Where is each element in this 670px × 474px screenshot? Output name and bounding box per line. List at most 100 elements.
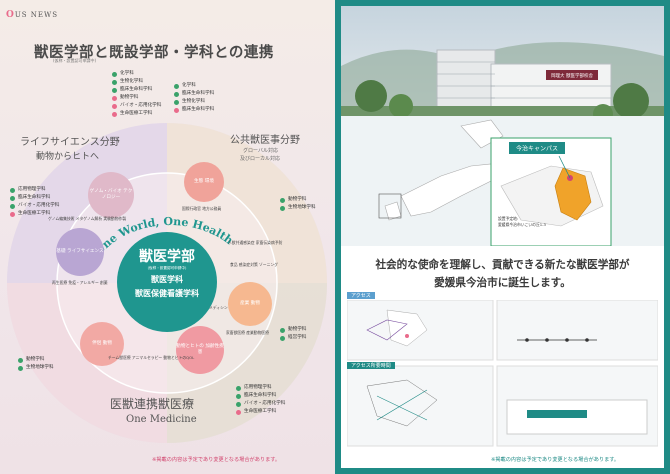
- dept-name: 動物学科: [26, 357, 45, 362]
- core-note: (仮称・設置認可申請中): [147, 266, 187, 270]
- dept-dot-icon: [112, 111, 117, 117]
- note-food: 食品 感染症対策 ゾーニング: [230, 262, 278, 267]
- dept-name: 臨床生命科学科: [120, 87, 153, 92]
- dept-list-item: 生物化学科: [112, 78, 161, 86]
- note-basic: 再生医療 免疫・アレルギー 創薬: [52, 280, 108, 285]
- dept-dot-icon: [112, 71, 117, 77]
- dept-name: バイオ・応用化学科: [120, 103, 162, 108]
- dept-list-item: 動物学科: [280, 196, 316, 204]
- dept-dot-icon: [18, 365, 23, 371]
- bubble-animal-human: 動物とヒトの 加齢性疾患: [176, 326, 224, 374]
- dept-list-item: 応用物理学科: [236, 384, 285, 392]
- dept-dot-icon: [174, 107, 179, 113]
- dept-dot-icon: [10, 195, 15, 201]
- bubble-genome: ゲノム・バイオ テクノロジー: [88, 172, 134, 218]
- bubble-livestock: 産業 動物: [228, 282, 272, 326]
- dept-dot-icon: [174, 83, 179, 89]
- dept-dot-icon: [280, 335, 285, 341]
- dept-dot-icon: [236, 401, 241, 407]
- dept-list-item: 生命医療工学科: [10, 210, 59, 218]
- note-genome: ゲノム編集技術 メタゲノム解析 実験動物作製: [48, 216, 127, 221]
- dept-list-top-left: 化学科生物化学科臨床生命科学科動物学科バイオ・応用化学科生命医療工学科: [112, 70, 161, 118]
- dept-list-item: 動物学科: [280, 326, 306, 334]
- dept-dot-icon: [174, 99, 179, 105]
- dept-dot-icon: [18, 357, 23, 363]
- dept-list-item: 化学科: [112, 70, 161, 78]
- dept-dot-icon: [112, 79, 117, 85]
- page-title: 獣医学部と既設学部・学科との連携: [34, 45, 274, 61]
- dept-name: 生物地球学科: [26, 365, 54, 370]
- footnote-left: ※掲載の内容は予定であり変更となる場合があります。: [152, 457, 281, 463]
- dept-list-item: バイオ・応用化学科: [10, 202, 59, 210]
- dept-list-bottom-right: 応用物理学科臨床生命科学科バイオ・応用化学科生命医療工学科: [236, 384, 285, 416]
- dept-name: 動物学科: [120, 95, 139, 100]
- dept-dot-icon: [174, 91, 179, 97]
- dept-dot-icon: [112, 103, 117, 109]
- dept-name: 臨床生命科学科: [244, 393, 277, 398]
- dept-name: 動物学科: [288, 327, 307, 332]
- footnote-right: ※掲載の内容は予定であり変更となる場合があります。: [491, 457, 620, 463]
- access-title: アクセス: [347, 292, 375, 299]
- dept-name: 臨床生命科学科: [18, 195, 51, 200]
- note-eco: 国際行政官 地方公務員: [182, 206, 222, 211]
- dept-dot-icon: [236, 385, 241, 391]
- dept-name: 臨床生命科学科: [182, 91, 215, 96]
- dept-dot-icon: [236, 409, 241, 415]
- dept-name: 生命医療工学科: [244, 409, 277, 414]
- dept-list-item: 応用物理学科: [10, 186, 59, 194]
- dept-name: 生物化学科: [182, 99, 205, 104]
- dept-name: 化学科: [182, 83, 196, 88]
- dept-name: 経営学科: [288, 335, 307, 340]
- dept-list-item: 生物地球学科: [280, 204, 316, 212]
- svg-text:愛媛県今治市いこいの丘1-3: 愛媛県今治市いこいの丘1-3: [498, 222, 547, 227]
- dept-dot-icon: [112, 87, 117, 93]
- dept-dot-icon: [236, 393, 241, 399]
- dept-dot-icon: [280, 327, 285, 333]
- dept-name: バイオ・応用化学科: [18, 203, 60, 208]
- dept-list-item: 動物学科: [18, 356, 54, 364]
- dept-list-item: 動物学科: [112, 94, 161, 102]
- access-maps: [347, 300, 658, 447]
- japan-map: 今治キャンパス 設置予定地: 愛媛県今治市いこいの丘1-3: [341, 116, 664, 246]
- dept-dot-icon: [10, 211, 15, 217]
- dept-name: 応用物理学科: [18, 187, 46, 192]
- core-dept2: 獣医保健看護学科: [135, 289, 199, 298]
- dept-list-item: 臨床生命科学科: [236, 392, 285, 400]
- dept-dot-icon: [10, 203, 15, 209]
- bubble-eco: 生態 環境: [184, 162, 224, 202]
- life-science-heading: ライフサイエンス分野: [20, 137, 120, 148]
- dept-list-right-low: 動物学科経営学科: [280, 326, 306, 342]
- note-infect: 人獣共通感染症 家畜伝染病予防: [228, 240, 283, 245]
- clinical-heading: 医獣連携獣医療: [110, 397, 195, 411]
- core-dept1: 獣医学科: [151, 275, 183, 284]
- dept-list-item: 経営学科: [280, 334, 306, 342]
- dept-dot-icon: [10, 187, 15, 193]
- dept-list-item: 生命医療工学科: [236, 408, 285, 416]
- public-vet-sub2: 及びローカル対応: [240, 156, 281, 162]
- dept-name: 生命医療工学科: [120, 111, 153, 116]
- life-science-subheading: 動物からヒトへ: [36, 152, 100, 162]
- clinical-subheading: One Medicine: [126, 414, 197, 425]
- dept-list-item: 生命医療工学科: [112, 110, 161, 118]
- bubble-basic-life: 基礎 ライフサイエンス: [56, 228, 104, 276]
- dept-name: 生物化学科: [120, 79, 143, 84]
- left-page: OUS NEWS 獣医学部と既設学部・学科との連携 (仮称・設置認可申請中) ラ…: [0, 0, 335, 474]
- svg-text:設置予定地:: 設置予定地:: [498, 216, 518, 221]
- title-subnote: (仮称・設置認可申請中): [53, 58, 97, 63]
- svg-text:岡理大 獣医学部校舎: 岡理大 獣医学部校舎: [551, 72, 593, 79]
- dept-dot-icon: [280, 197, 285, 203]
- dept-name: 化学科: [120, 71, 134, 76]
- right-page: 岡理大 獣医学部校舎 今治キャンパス 設置予定地: 愛媛県今治市いこいの丘1-3…: [335, 0, 670, 474]
- dept-list-item: 化学科: [174, 82, 214, 90]
- dept-dot-icon: [112, 95, 117, 101]
- note-vet-med: 家畜獣医療 産業動物医療: [226, 330, 269, 335]
- news-label: OUS NEWS: [6, 10, 58, 20]
- dept-list-item: 生物地球学科: [18, 364, 54, 372]
- dept-list-item: 臨床生命科学科: [112, 86, 161, 94]
- public-vet-heading: 公共獣医事分野: [230, 135, 300, 146]
- dept-list-item: バイオ・応用化学科: [236, 400, 285, 408]
- dept-list-item: 生物化学科: [174, 98, 214, 106]
- dept-list-bottom-left: 動物学科生物地球学科: [18, 356, 54, 372]
- dept-name: 動物学科: [288, 197, 307, 202]
- core-name: 獣医学部: [139, 249, 195, 265]
